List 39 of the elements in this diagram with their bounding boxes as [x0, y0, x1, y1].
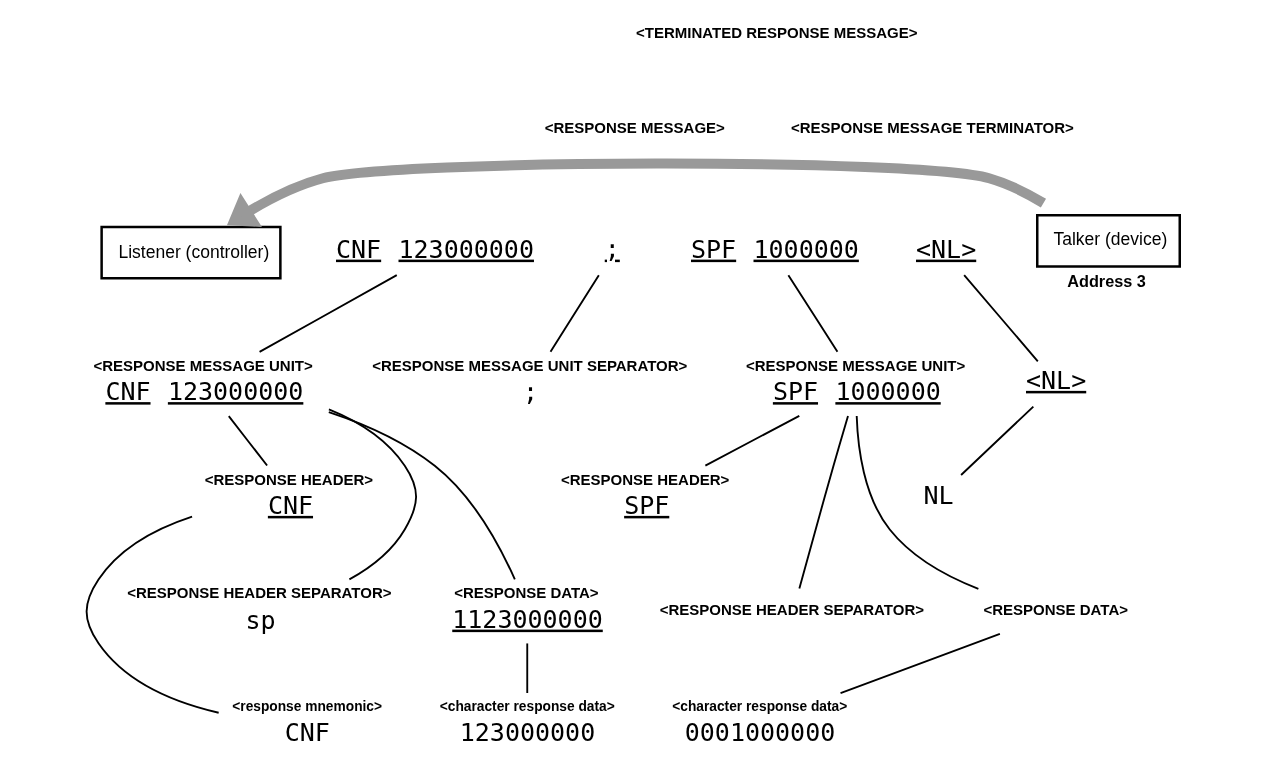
node-text: <response mnemonic> CNF — [232, 698, 383, 747]
connector — [227, 415, 269, 467]
node-box: Talker (device) — [1036, 213, 1181, 268]
node-text: SPF 1000000 — [691, 234, 859, 264]
node-text: <RESPONSE MESSAGE UNIT> CNF 123000000 — [93, 356, 313, 407]
node-text: <character response data> 123000000 — [439, 698, 615, 747]
node-text: ; — [604, 234, 620, 264]
node-text: CNF 123000000 — [336, 234, 534, 264]
connector — [787, 274, 839, 353]
node-text: <RESPONSE HEADER> SPF — [561, 470, 730, 520]
connector — [258, 274, 398, 353]
node-box: Listener (controller) — [100, 225, 282, 280]
connector — [963, 274, 1039, 363]
node-text: <NL> — [1026, 365, 1087, 395]
connector — [855, 415, 980, 590]
connector — [327, 411, 516, 581]
connector — [85, 515, 220, 714]
node-text: NL — [923, 480, 954, 510]
node-text: <RESPONSE HEADER SEPARATOR> sp — [127, 584, 392, 635]
node-text: <RESPONSE MESSAGE UNIT> SPF 1000000 — [746, 356, 966, 407]
connector — [798, 415, 849, 590]
label: <RESPONSE MESSAGE TERMINATOR> — [791, 119, 1074, 137]
node-text: <RESPONSE DATA> 1123000000 — [452, 584, 603, 634]
connector — [327, 408, 417, 581]
node-text: <RESPONSE HEADER SEPARATOR> — [659, 600, 924, 618]
node-text: <RESPONSE MESSAGE UNIT SEPARATOR> ; — [372, 356, 688, 408]
connector — [526, 642, 529, 694]
connector — [960, 405, 1035, 476]
arrow — [226, 158, 1046, 227]
label: <TERMINATED RESPONSE MESSAGE> — [636, 24, 918, 42]
label: <RESPONSE MESSAGE> — [544, 119, 725, 137]
node-text: <RESPONSE HEADER> CNF — [204, 470, 374, 520]
node-text: <NL> — [916, 234, 977, 264]
node-text: <RESPONSE DATA> — [983, 600, 1128, 618]
node-label: Address 3 — [1067, 271, 1146, 290]
connector — [839, 633, 1001, 695]
connector — [549, 274, 600, 353]
node-text: <character response data> 0001000000 — [672, 698, 848, 747]
connector — [704, 414, 801, 467]
